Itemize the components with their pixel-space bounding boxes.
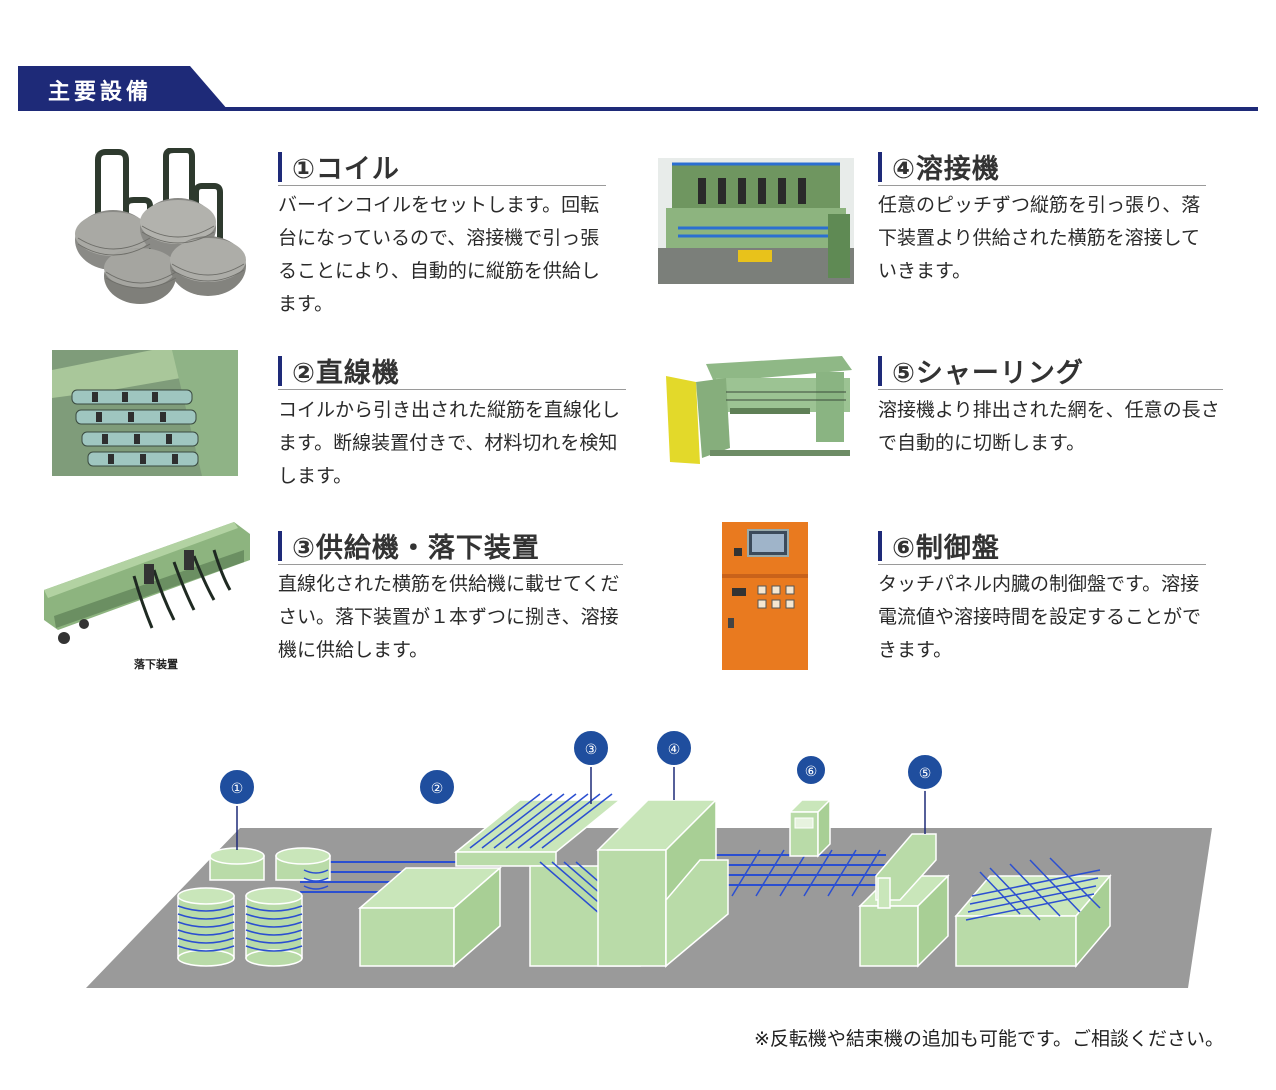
svg-text:⑥: ⑥ (805, 764, 818, 780)
marker-6: ⑥ (795, 754, 827, 786)
item-title-coil: ①コイル (278, 147, 400, 186)
item-title-control-panel: ⑥制御盤 (878, 526, 1000, 565)
coil-units (177, 847, 331, 967)
item-desc-feeder: 直線化された横筋を供給機に載せてください。落下装置が１本ずつに捌き、溶接機に供給… (278, 573, 620, 661)
item-desc-straightener: コイルから引き出された縦筋を直線化します。断線装置付きで、材料切れを検知します。 (278, 399, 621, 487)
control-panel-unit (788, 798, 832, 858)
title-accent-bar (878, 530, 882, 561)
item-title-straightener: ②直線機 (278, 351, 400, 390)
title-accent-bar (278, 151, 282, 182)
straightener-unit (357, 866, 503, 968)
title-accent-bar (878, 151, 882, 182)
title-rule (278, 185, 606, 186)
title-rule (278, 389, 626, 390)
header-tab (18, 66, 228, 110)
title-rule (278, 564, 623, 565)
title-rule (878, 564, 1206, 565)
item-desc-welder: 任意のピッチずつ縦筋を引っ張り、落下装置より供給された横筋を溶接していきます。 (878, 194, 1201, 282)
mesh-stack (954, 857, 1112, 969)
welder-photo (658, 158, 854, 284)
title-rule (878, 185, 1206, 186)
svg-text:①: ① (231, 781, 244, 797)
marker-3: ③ (572, 729, 610, 767)
item-desc-coil: バーインコイルをセットします。回転台になっているので、溶接機で引っ張ることにより… (278, 194, 600, 315)
straightener-photo (52, 350, 238, 476)
production-line-diagram: ① ② ③ ④ ⑥ ⑤ (86, 729, 1212, 988)
item-title-shearing: ⑤シャーリング (878, 351, 1084, 390)
item-title-welder: ④溶接機 (878, 147, 1000, 186)
title-accent-bar (278, 530, 282, 561)
marker-5: ⑤ (906, 753, 944, 791)
footnote: ※反転機や結束機の追加も可能です。ご相談ください。 (753, 1028, 1224, 1050)
svg-text:④: ④ (668, 742, 681, 758)
marker-2: ② (418, 768, 456, 806)
svg-text:⑤: ⑤ (919, 766, 932, 782)
title-rule (878, 389, 1223, 390)
marker-4: ④ (655, 729, 693, 767)
feeder-photo-caption: 落下装置 (134, 658, 178, 671)
section-title: 主要設備 (48, 80, 153, 105)
item-title-feeder: ③供給機・落下装置 (278, 526, 540, 565)
title-accent-bar (878, 355, 882, 386)
svg-text:③: ③ (585, 742, 598, 758)
marker-1: ① (218, 768, 256, 806)
control-panel-photo (722, 522, 808, 670)
header-rule (18, 107, 1258, 111)
shearing-photo (666, 356, 852, 464)
title-accent-bar (278, 355, 282, 386)
feeder-unit (453, 793, 641, 967)
svg-text:②: ② (431, 781, 444, 797)
feeder-photo (44, 522, 250, 644)
welder-unit (596, 798, 729, 968)
item-desc-shearing: 溶接機より排出された網を、任意の長さで自動的に切断します。 (878, 399, 1220, 454)
section-header: 主要設備 (18, 66, 1258, 112)
coil-photo (75, 148, 246, 304)
item-desc-control-panel: タッチパネル内臓の制御盤です。溶接電流値や溶接時間を設定することができます。 (878, 573, 1202, 661)
shearing-unit (858, 833, 950, 968)
